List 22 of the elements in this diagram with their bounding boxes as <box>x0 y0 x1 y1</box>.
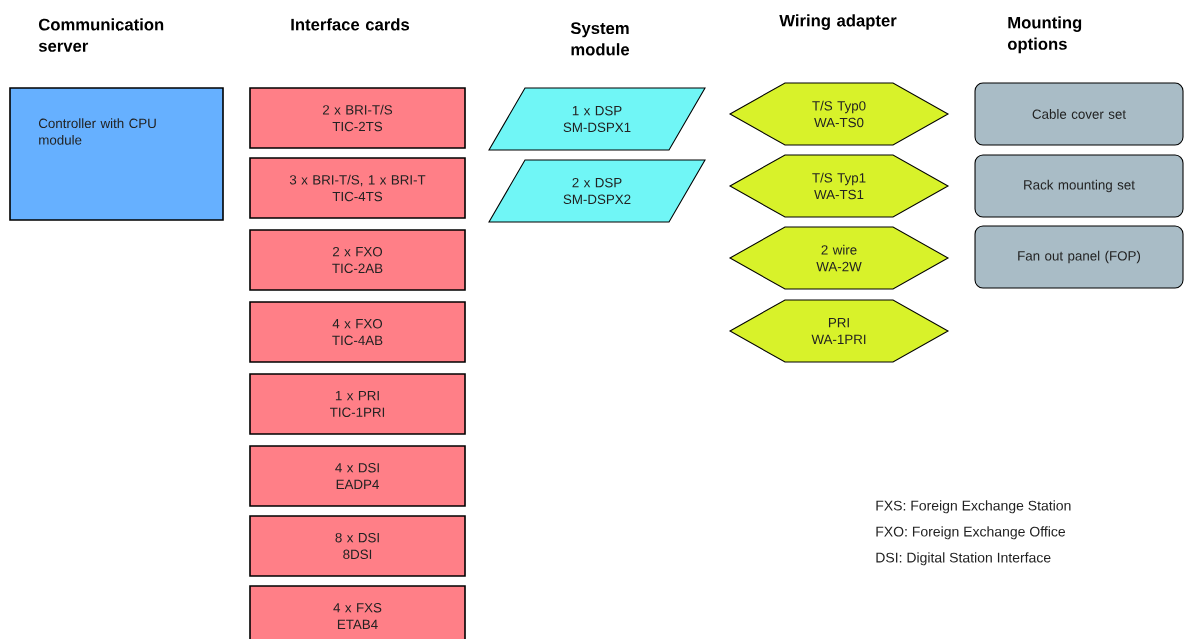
interface-card-box: 8 x DSI 8DSI <box>249 515 466 577</box>
abbreviation-note: FXS: Foreign Exchange Station <box>876 500 1071 514</box>
module-parallelogram: 1 x DSP SM-DSPX1 <box>488 87 706 151</box>
abbreviation-note: FXO: Foreign Exchange Office <box>876 526 1066 540</box>
column-heading: System module <box>570 22 630 56</box>
server-box: Controller with CPU module <box>9 87 224 221</box>
column-heading: Interface cards <box>291 18 410 31</box>
mounting-box: Fan out panel (FOP) <box>974 225 1184 289</box>
abbreviation-note: DSI: Digital Station Interface <box>876 552 1051 566</box>
interface-card-box: 4 x FXS ETAB4 <box>249 585 466 639</box>
interface-card-box: 4 x DSI EADP4 <box>249 445 466 507</box>
interface-card-box: 3 x BRI-T/S, 1 x BRI-T TIC-4TS <box>249 157 466 219</box>
mounting-box: Rack mounting set <box>974 154 1184 218</box>
column-heading: Communication server <box>38 18 164 52</box>
interface-card-box: 1 x PRI TIC-1PRI <box>249 373 466 435</box>
mounting-box: Cable cover set <box>974 82 1184 146</box>
column-heading: Wiring adapter <box>779 14 897 30</box>
interface-card-box: 4 x FXO TIC-4AB <box>249 301 466 363</box>
interface-card-box: 2 x FXO TIC-2AB <box>249 229 466 291</box>
column-heading: Mounting options <box>1007 16 1082 54</box>
module-parallelogram: 2 x DSP SM-DSPX2 <box>488 159 706 223</box>
interface-card-box: 2 x BRI-T/S TIC-2TS <box>249 87 466 149</box>
